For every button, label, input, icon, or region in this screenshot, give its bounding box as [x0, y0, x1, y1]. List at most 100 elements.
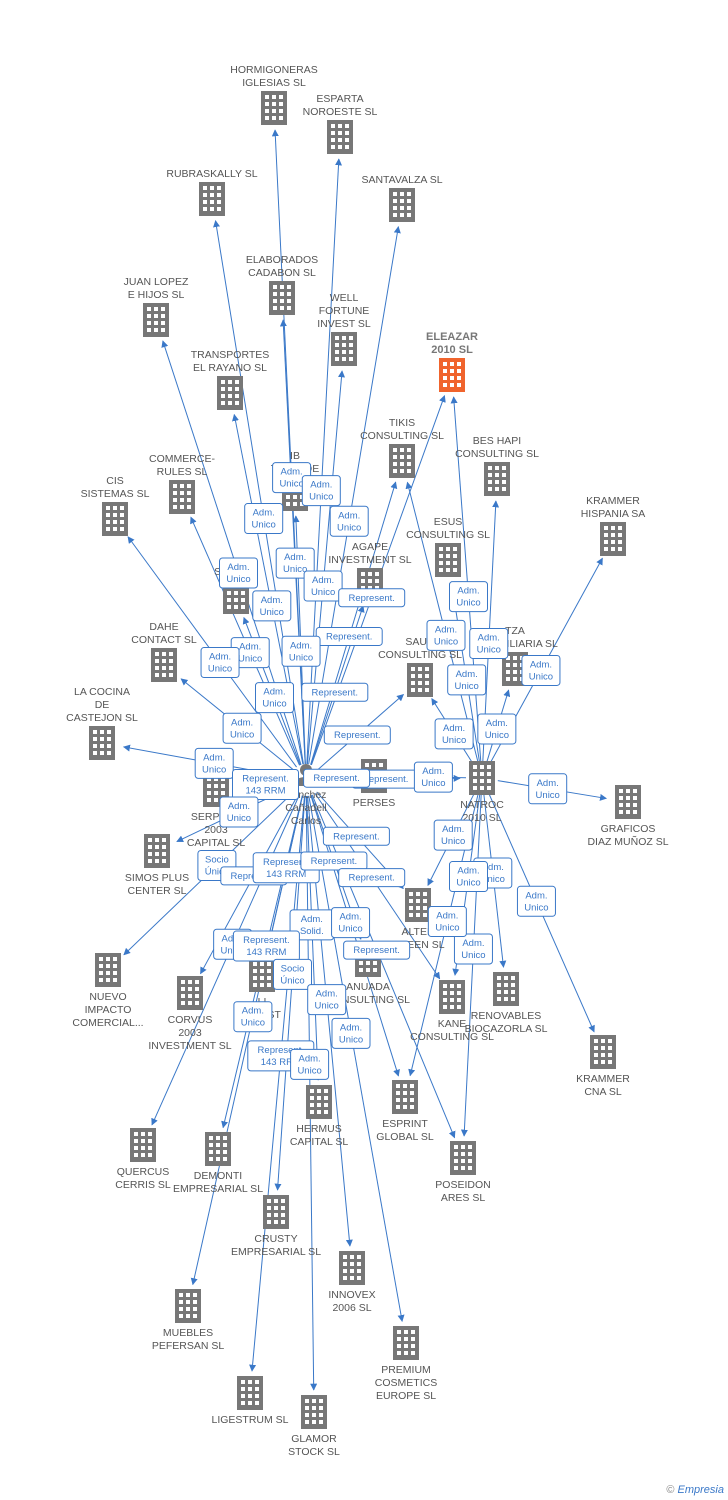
- edge-label-person-saur[interactable]: Represent.: [323, 725, 391, 745]
- edge-label-person-transportes[interactable]: Adm.Unico: [252, 590, 292, 622]
- edge-label-natroc-saur[interactable]: Adm.Unico: [434, 718, 474, 750]
- edge-label-natroc-kane[interactable]: Adm.Unico: [449, 861, 488, 893]
- edge-label-text: Adm.: [228, 801, 250, 812]
- edge-label-person-rubraskally[interactable]: Adm.Unico: [244, 503, 284, 535]
- edge-label-person-glamor[interactable]: Adm.Unico: [290, 1048, 330, 1080]
- edge-label-person-simos[interactable]: Adm.Unico: [219, 796, 259, 828]
- edge-label-text: Represent.: [242, 774, 288, 785]
- node-label: 2010 SL: [462, 812, 501, 824]
- edge-label-person-stream[interactable]: Adm.Unico: [255, 682, 294, 714]
- edge-label-box: [232, 930, 300, 962]
- edge-label-box: [469, 627, 509, 659]
- edge-label-person-esprint[interactable]: Adm.Unico: [331, 907, 371, 939]
- node-santavalza[interactable]: SANTAVALZA SL: [361, 174, 443, 222]
- edge-label-person-alter[interactable]: Represent.: [322, 826, 390, 846]
- edge-label-natroc-krammerc[interactable]: Adm.Unico: [516, 885, 556, 917]
- edge-label-natroc-tikis[interactable]: Adm.Unico: [426, 619, 466, 651]
- edge-label-natroc-esus[interactable]: Adm.Unico: [447, 664, 487, 696]
- edge-label-box: [433, 819, 473, 851]
- edge-label-natroc-tza[interactable]: Adm.Unico: [477, 713, 517, 745]
- edge-label-natroc-poseidon[interactable]: Adm.Unico: [453, 933, 493, 965]
- edge-label-text: Unico: [262, 699, 286, 710]
- edge-label-person-dahe[interactable]: Adm.Unico: [222, 712, 262, 744]
- edge-label-person-juanlopez[interactable]: Adm.Unico: [219, 557, 258, 589]
- edge-label-natroc-alter[interactable]: Adm.Unico: [433, 819, 473, 851]
- building-icon: [261, 91, 287, 125]
- edge-label-natroc-eleazar[interactable]: Adm.Unico: [449, 581, 488, 613]
- node-ligestrum[interactable]: LIGESTRUM SL: [211, 1376, 289, 1426]
- node-commerce[interactable]: COMMERCE-RULES SL: [149, 453, 215, 514]
- edge-label-person-muebles[interactable]: Adm.Unico: [233, 1001, 273, 1033]
- edge-label-person-demonti[interactable]: Represent.143 RRM: [232, 930, 300, 962]
- edge-label-natroc-perses[interactable]: Adm.Unico: [413, 761, 453, 793]
- edge-label-person-tikis[interactable]: Represent.: [315, 626, 383, 646]
- edge-label-text: Adm.: [486, 718, 508, 729]
- node-label: E HIJOS SL: [128, 289, 185, 301]
- edge-label-person-lacocina[interactable]: Adm.Unico: [194, 747, 234, 779]
- node-rubraskally[interactable]: RUBRASKALLY SL: [166, 168, 258, 216]
- edge-label-box: [275, 547, 315, 579]
- edge-label-natroc-graficos[interactable]: Adm.Unico: [528, 773, 568, 805]
- edge-label-natroc-beshapi[interactable]: Adm.Unico: [469, 627, 509, 659]
- edge-label-text: Unico: [442, 735, 466, 746]
- edge-label-person-anuada[interactable]: Represent.: [300, 851, 368, 871]
- edge-label-person-wellfortune[interactable]: Adm.Unico: [303, 570, 343, 602]
- edge-label-person-perses[interactable]: Represent.: [303, 768, 371, 788]
- edge-label-person-innovex[interactable]: Adm.Unico: [307, 984, 347, 1016]
- edge-label-person-kane[interactable]: Represent.: [338, 868, 406, 888]
- node-nuevo[interactable]: NUEVOIMPACTOCOMERCIAL...: [72, 953, 144, 1029]
- edge-label-person-poseidon[interactable]: Represent.: [343, 940, 411, 960]
- brand-watermark[interactable]: ©Empresia: [666, 1484, 724, 1496]
- edge-label-person-esparta[interactable]: Adm.Unico: [301, 475, 341, 507]
- edge-label-text: Adm.: [530, 659, 552, 670]
- edge-label-person-santavalza[interactable]: Adm.Unico: [329, 505, 369, 537]
- edge-label-person-premium[interactable]: Adm.Unico: [331, 1017, 371, 1049]
- node-label: PEFERSAN SL: [152, 1340, 225, 1352]
- edge-label-person-agape[interactable]: Represent.: [301, 682, 369, 702]
- edge-label-person-ib[interactable]: Adm.Unico: [281, 635, 321, 667]
- edge-label-person-cis[interactable]: Adm.Unico: [200, 647, 240, 679]
- edge-label-person-eleazar[interactable]: Represent.: [338, 588, 406, 608]
- edge-label-text: Represent.: [311, 856, 357, 867]
- edge-label-natroc-esprint[interactable]: Adm.Unico: [427, 906, 467, 938]
- edge-label-person-elaborados[interactable]: Adm.Unico: [275, 547, 315, 579]
- edge-label-natroc-krammerh[interactable]: Adm.Unico: [521, 654, 561, 686]
- node-perses[interactable]: PERSES: [353, 759, 396, 809]
- edge-label-person-hormigoneras[interactable]: Adm.Unico: [272, 462, 312, 494]
- edge-label-person-serpens[interactable]: Represent.143 RRM: [232, 769, 299, 800]
